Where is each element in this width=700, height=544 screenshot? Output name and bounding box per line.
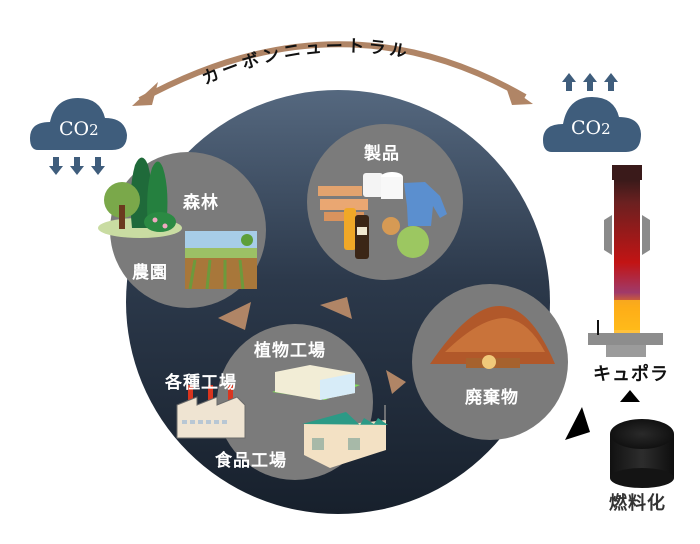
warehouse-icon <box>272 365 360 400</box>
food-factory-icon <box>302 405 388 468</box>
co2-cloud-right <box>543 73 641 152</box>
label-plant-factory: 植物工場 <box>254 341 326 361</box>
label-products: 製品 <box>364 144 400 164</box>
wood-chip-pile-icon <box>430 305 555 369</box>
products-icon <box>318 172 447 259</box>
cloud-icon <box>30 98 127 150</box>
arc-arrowhead-right <box>505 84 533 105</box>
arc-arrowhead-left <box>132 82 158 106</box>
fuel-briquette-icon <box>610 419 674 488</box>
label-forest: 森林 <box>183 193 219 213</box>
label-waste: 廃棄物 <box>465 388 519 408</box>
co2-label-right: CO2 <box>571 117 611 139</box>
cloud-icon <box>543 97 641 152</box>
tree-icon <box>98 157 182 238</box>
co2-text: CO <box>571 117 602 139</box>
label-farm: 農園 <box>132 263 168 283</box>
arrow-factories-to-waste <box>386 370 406 394</box>
arrow-fuel-to-waste <box>565 407 590 440</box>
factory-icon <box>176 385 246 439</box>
co2-subscript: 2 <box>601 120 611 138</box>
co2-label-left: CO2 <box>59 118 99 140</box>
arrow-factories-to-forest <box>218 302 251 330</box>
arrow-fuel-to-cupola <box>620 390 640 402</box>
carbon-neutral-label: カーボンニュートラル <box>199 36 412 89</box>
co2-text: CO <box>59 118 90 140</box>
label-fuelization: 燃料化 <box>609 493 666 514</box>
down-arrows-icon <box>49 157 105 175</box>
cupola-furnace-icon <box>588 165 663 357</box>
label-various-factories: 各種工場 <box>165 373 237 393</box>
label-cupola: キュポラ <box>593 364 669 385</box>
co2-subscript: 2 <box>89 121 99 139</box>
up-arrows-icon <box>562 73 618 91</box>
arrow-factories-to-products <box>320 297 352 319</box>
co2-cloud-left <box>30 98 127 175</box>
label-food-factory: 食品工場 <box>215 451 287 471</box>
arc-line <box>138 41 527 103</box>
farm-field-icon <box>185 231 257 290</box>
